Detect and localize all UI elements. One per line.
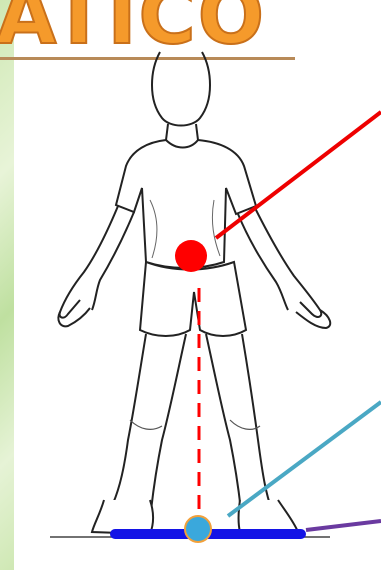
left-arm-outline [60, 206, 134, 318]
shorts-outline [140, 262, 246, 336]
center-of-gravity-dot [175, 240, 207, 272]
left-shoe-outline [92, 500, 153, 534]
base-point-pointer [228, 402, 381, 516]
left-knee-outline [130, 420, 162, 429]
left-leg-outline [104, 334, 186, 520]
right-hand-outline [296, 310, 330, 328]
right-arm-outline [238, 206, 321, 317]
base-point-dot [185, 516, 211, 542]
right-shoe-outline [239, 500, 299, 532]
support-base-pointer [306, 521, 381, 530]
head-outline [152, 52, 210, 126]
